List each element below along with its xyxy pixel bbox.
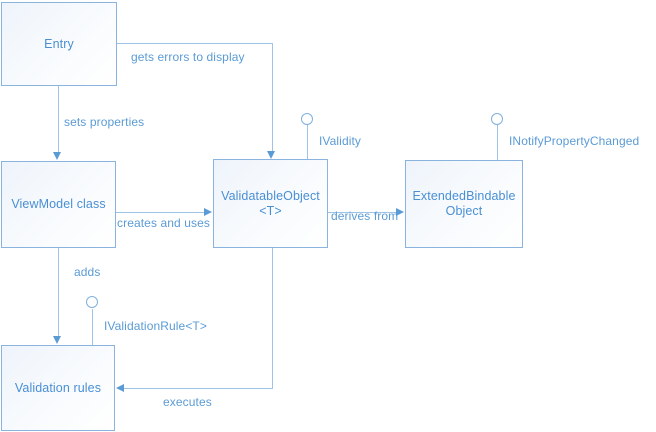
edge-viewmodel-to-rules-segment-v [58, 248, 59, 337]
node-viewmodel-label: ViewModel class [11, 197, 106, 211]
interface-label-ivalidationrule: IValidationRule<T> [104, 319, 207, 333]
edge-entry-to-validatable-segment-v [272, 43, 273, 152]
edge-validatable-to-extended-arrowhead [396, 208, 404, 216]
edge-validatable-to-extended-segment-h [328, 212, 397, 213]
interface-ivalidity-stem [307, 125, 308, 159]
node-validatable-object[interactable]: ValidatableObject <T> [213, 159, 328, 248]
edge-label-executes: executes [163, 395, 212, 409]
edge-entry-to-validatable-arrowhead [267, 151, 275, 159]
node-extended-bindable-object-label-line2: Object [445, 204, 483, 218]
node-viewmodel[interactable]: ViewModel class [1, 161, 116, 248]
edge-validatable-to-rules-arrowhead [116, 384, 124, 392]
interface-ivalidity-icon [301, 113, 313, 125]
node-entry[interactable]: Entry [1, 2, 117, 86]
node-validatable-object-label: ValidatableObject [221, 188, 320, 203]
edge-entry-to-validatable-segment-h [117, 43, 273, 44]
node-entry-label: Entry [44, 36, 74, 51]
edge-validatable-to-rules-segment-v [272, 248, 273, 388]
interface-ivalidationrule-stem [92, 309, 93, 345]
edge-label-gets-errors-to-display: gets errors to display [131, 50, 245, 64]
interface-inotifypropertychanged-icon [491, 113, 503, 125]
edge-viewmodel-to-validatable-segment-h [116, 212, 205, 213]
node-validation-rules[interactable]: Validation rules [1, 345, 115, 431]
edge-entry-to-viewmodel-arrowhead [53, 152, 61, 160]
interface-label-ivalidity: IValidity [319, 134, 362, 148]
edge-entry-to-viewmodel-segment-v [58, 86, 59, 153]
node-validatable-object-generic-parameter: <T> [259, 203, 282, 218]
node-extended-bindable-object[interactable]: ExtendedBindable Object [405, 160, 523, 248]
edge-validatable-to-rules-segment-h [124, 388, 273, 389]
node-validation-rules-label: Validation rules [14, 380, 102, 395]
edge-label-creates-and-uses: creates and uses [117, 216, 210, 230]
edge-label-sets-properties: sets properties [64, 115, 145, 129]
edge-viewmodel-to-rules-arrowhead [53, 336, 61, 344]
edge-label-derives-from: derives from [331, 209, 399, 223]
interface-inotifypropertychanged-stem [497, 125, 498, 160]
interface-ivalidationrule-icon [86, 296, 98, 308]
interface-label-inotifypropertychanged: INotifyPropertyChanged [509, 134, 640, 148]
node-extended-bindable-object-label: ExtendedBindable [412, 189, 516, 203]
edge-viewmodel-to-validatable-arrowhead [204, 208, 212, 216]
edge-label-adds: adds [74, 265, 101, 279]
